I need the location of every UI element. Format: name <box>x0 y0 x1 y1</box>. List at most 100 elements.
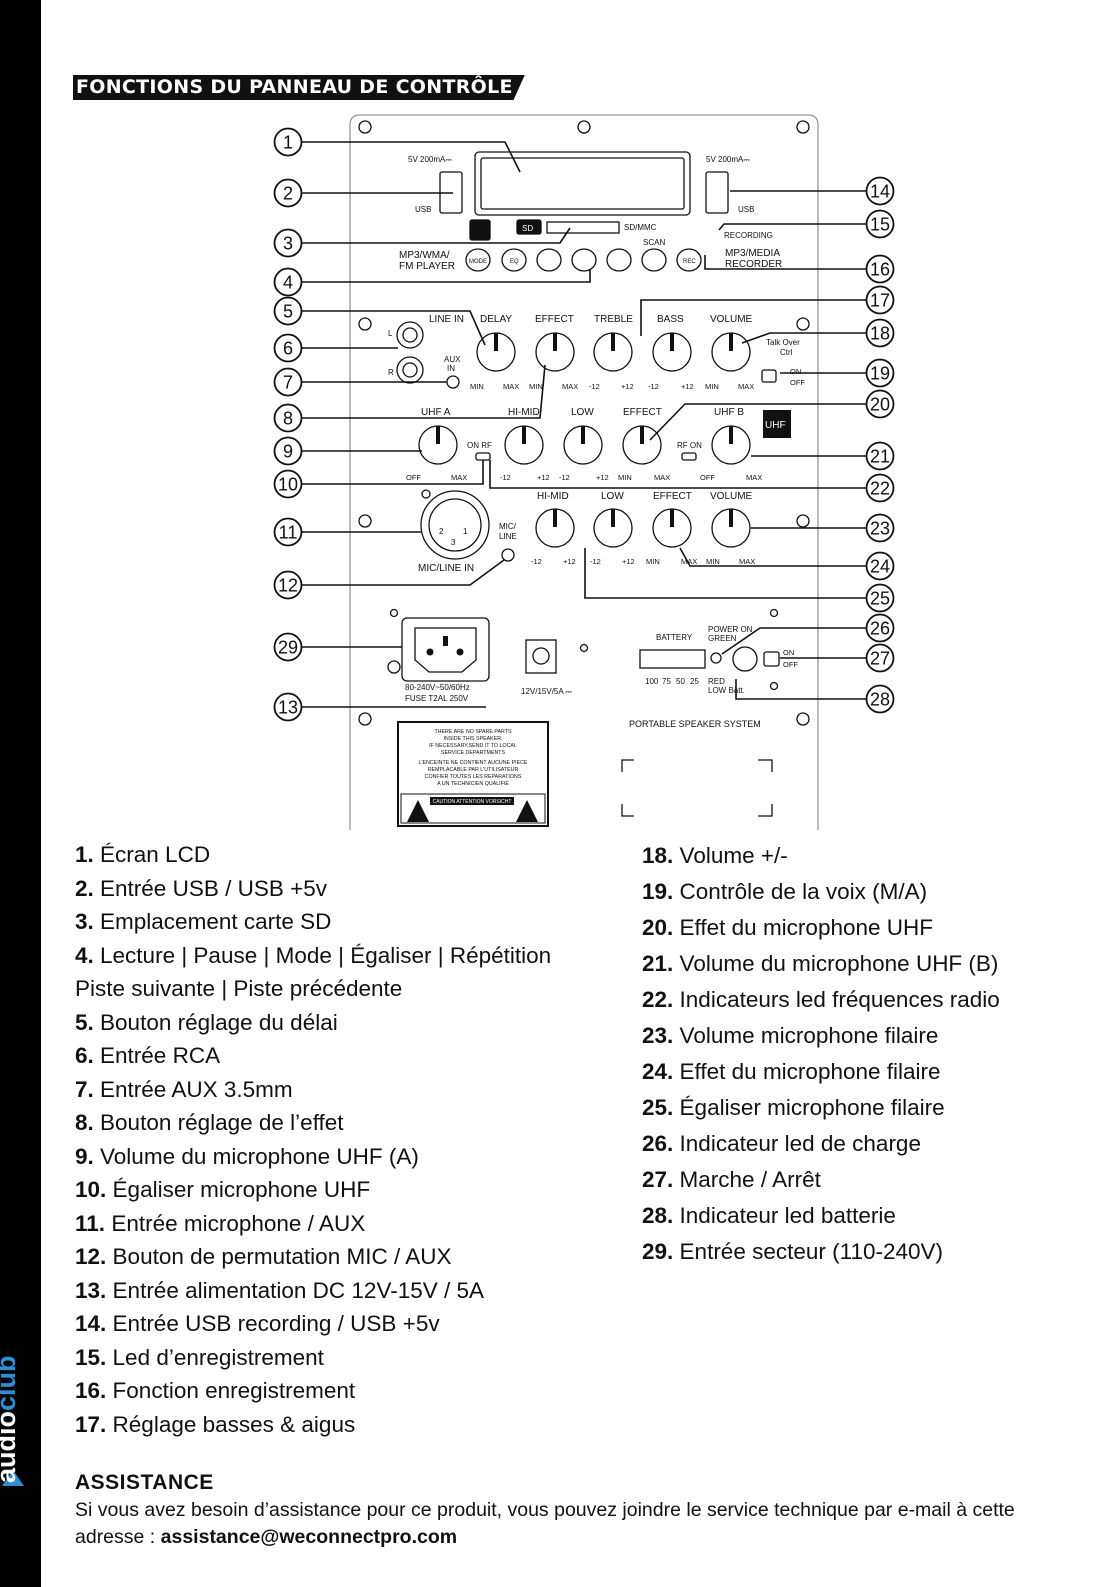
item-text: Entrée microphone / AUX <box>111 1210 366 1236</box>
list-item: Piste suivante | Piste précédente <box>75 972 551 1006</box>
bluetooth-icon <box>469 219 491 241</box>
recording-label: RECORDING <box>724 231 773 240</box>
usb-right-label: USB <box>738 205 754 214</box>
functions-list-right: 18. Volume +/-19. Contrôle de la voix (M… <box>642 838 1000 1270</box>
svg-text:OFF: OFF <box>700 473 715 482</box>
list-item: 26. Indicateur led de charge <box>642 1126 1000 1162</box>
treble-label: TREBLE <box>594 314 633 325</box>
callout-22: 22 <box>865 473 895 503</box>
mp3-player-label: MP3/WMA/ <box>399 250 450 261</box>
callout-16: 16 <box>865 254 895 284</box>
sd-slot <box>546 221 620 234</box>
callout-7: 7 <box>273 367 303 397</box>
sd-mmc-label: SD/MMC <box>624 223 657 232</box>
line-in-label: LINE IN <box>429 314 464 325</box>
callout-number: 15 <box>870 215 890 235</box>
battery-label: BATTERY <box>656 633 693 642</box>
item-text: Bouton de permutation MIC / AUX <box>112 1244 452 1269</box>
item-number: 15. <box>75 1344 107 1370</box>
list-item: 1. Écran LCD <box>75 838 551 872</box>
item-number: 2. <box>75 875 94 901</box>
assistance-text: Si vous avez besoin d’assistance pour ce… <box>75 1499 1015 1548</box>
callout-number: 26 <box>870 619 890 639</box>
item-number: 19. <box>642 879 674 904</box>
callout-number: 10 <box>278 475 298 495</box>
dc-jack <box>525 639 557 674</box>
low-label-1: LOW <box>571 407 594 418</box>
svg-text:-12: -12 <box>590 557 601 566</box>
side-bar: audioclub <box>0 0 41 1587</box>
screw-hole <box>579 643 589 653</box>
warning-label <box>397 721 549 827</box>
delay-label: DELAY <box>480 314 512 325</box>
list-item: 4. Lecture | Pause | Mode | Égaliser | R… <box>75 939 551 973</box>
svg-text:-12: -12 <box>500 473 511 482</box>
voltage-label: 80-240V~50/60Hz <box>405 683 470 692</box>
svg-text:IF NECESSARY,SEND IT TO LOCAL: IF NECESSARY,SEND IT TO LOCAL <box>429 743 517 749</box>
volume-label-2: VOLUME <box>710 491 753 502</box>
rca-jack-l <box>396 321 424 349</box>
screw-hole <box>358 317 372 331</box>
callout-18: 18 <box>865 318 895 348</box>
callout-25: 25 <box>865 583 895 613</box>
screw-hole <box>358 514 372 528</box>
scan-label: SCAN <box>643 238 665 247</box>
item-text: Volume du microphone UHF (B) <box>679 951 999 976</box>
portable-speaker-label: PORTABLE SPEAKER SYSTEM <box>629 719 761 729</box>
screw-hole <box>769 608 779 618</box>
usb-left-power-label: 5V 200mA⎓ <box>408 155 452 164</box>
item-text: Entrée alimentation DC 12V-15V / 5A <box>112 1277 485 1303</box>
transport-buttons <box>465 248 702 272</box>
callout-number: 20 <box>870 395 890 415</box>
hi-mid-label-1: HI-MID <box>508 407 540 418</box>
callout-number: 24 <box>870 557 890 577</box>
item-text: Entrée USB / USB +5v <box>100 875 328 901</box>
list-item: 2. Entrée USB / USB +5v <box>75 872 551 906</box>
svg-text:75: 75 <box>662 677 671 686</box>
power-toggle <box>763 651 780 667</box>
list-item: 11. Entrée microphone / AUX <box>75 1207 551 1241</box>
callout-27: 27 <box>865 643 895 673</box>
list-item: 15. Led d’enregistrement <box>75 1341 551 1375</box>
item-number: 18. <box>642 843 674 868</box>
callout-number: 4 <box>283 273 293 293</box>
list-item: 22. Indicateurs led fréquences radio <box>642 982 1000 1018</box>
svg-text:MAX: MAX <box>681 557 697 566</box>
svg-text:MIN: MIN <box>618 473 632 482</box>
svg-text:-12: -12 <box>531 557 542 566</box>
svg-text:3: 3 <box>451 538 456 547</box>
list-item: 10. Égaliser microphone UHF <box>75 1173 551 1207</box>
item-text: Effet du microphone UHF <box>679 915 934 940</box>
fuse-label: FUSE T2AL 250V <box>405 694 469 703</box>
svg-text:+12: +12 <box>681 382 694 391</box>
item-text: Volume +/- <box>679 843 788 868</box>
assistance-email[interactable]: assistance@weconnectpro.com <box>160 1526 458 1548</box>
item-number: 28. <box>642 1203 674 1228</box>
screw-hole <box>796 317 810 331</box>
callout-number: 7 <box>283 373 293 393</box>
bass-label: BASS <box>657 314 684 325</box>
logo-triangle-icon <box>2 1470 24 1486</box>
knobs-row-3 <box>535 508 751 548</box>
panel-outline <box>349 114 819 830</box>
callout-number: 27 <box>870 649 890 669</box>
svg-text:A UN TECHNICIEN QUALIFIE: A UN TECHNICIEN QUALIFIE <box>437 781 509 787</box>
in-label: IN <box>447 364 455 373</box>
callout-number: 19 <box>870 364 890 384</box>
callout-number: 17 <box>870 291 890 311</box>
svg-text:MAX: MAX <box>451 473 467 482</box>
callout-number: 6 <box>283 339 293 359</box>
green-label: GREEN <box>708 634 737 643</box>
power-on-label: POWER ON <box>708 625 753 634</box>
svg-text:OFF: OFF <box>790 378 805 387</box>
list-item: 24. Effet du microphone filaire <box>642 1054 1000 1090</box>
callout-14: 14 <box>865 176 895 206</box>
item-text: Led d’enregistrement <box>112 1344 324 1370</box>
callout-number: 22 <box>870 479 890 499</box>
xlr-combo-jack <box>420 490 490 560</box>
callout-12: 12 <box>273 570 303 600</box>
rf-led-b <box>681 452 697 461</box>
mic-line-switch <box>501 548 515 562</box>
usb-left-label: USB <box>415 205 431 214</box>
